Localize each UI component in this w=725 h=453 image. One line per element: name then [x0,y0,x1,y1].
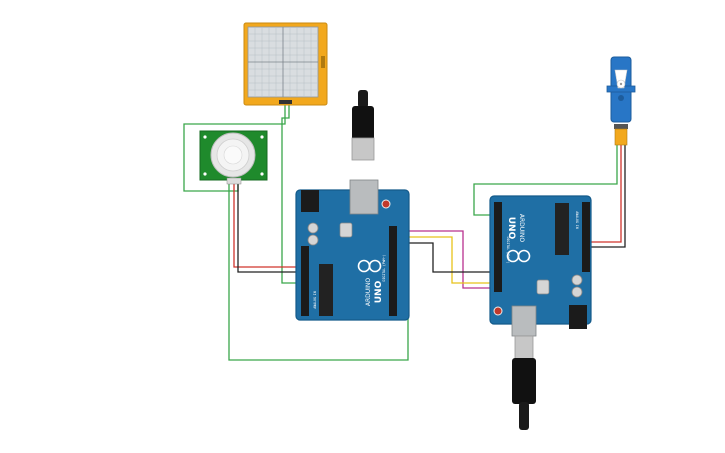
pir-sensor-component[interactable] [199,130,268,185]
digital-header [494,202,502,292]
wires [183,104,626,361]
reset-button[interactable] [381,199,391,209]
usb-plug-tip [519,402,529,430]
arduino-right[interactable]: ARDUINO UNO DIGITAL (PWM~) ANALOG IN [489,195,592,430]
board-model: UNO [506,217,516,240]
usb-port [349,179,379,215]
digital-header [389,226,397,316]
wire-red-pir-vcc[interactable] [233,184,300,268]
reset-button[interactable] [493,306,503,316]
analog-label: ANALOG IN [575,211,579,228]
arduino-left[interactable]: ARDUINO UNO DIGITAL (PWM~) ANALOG IN [295,90,410,321]
microcontroller-chip [555,203,569,255]
usb-cable [512,358,536,404]
power-jack [301,190,319,212]
board-brand: ARDUINO [518,214,525,243]
usb-plug-tip [358,90,368,108]
board-model: UNO [374,280,384,303]
plotter-component[interactable] [243,22,328,106]
usb-port [511,305,537,337]
usb-cable [352,106,374,142]
digital-label: DIGITAL (PWM~) [506,237,510,264]
power-header [582,202,590,272]
power-jack [569,305,587,329]
wire-yellow-serial[interactable] [393,236,493,284]
wire-black-servo-gnd[interactable] [588,145,626,248]
servo-component[interactable] [606,56,636,146]
wire-green-plotter-signal[interactable] [281,104,300,284]
wire-red-servo-vcc[interactable] [588,145,622,243]
power-header [301,246,309,316]
digital-label: DIGITAL (PWM~) [382,254,386,281]
analog-label: ANALOG IN [313,291,317,308]
wire-black-gnd-link[interactable] [393,242,493,273]
wire-green-servo-signal[interactable] [473,145,618,216]
wire-magenta-serial[interactable] [393,230,493,289]
microcontroller-chip [319,264,333,316]
wire-black-pir-gnd[interactable] [237,184,300,273]
board-brand: ARDUINO [365,278,372,307]
servo-icon [614,69,628,89]
